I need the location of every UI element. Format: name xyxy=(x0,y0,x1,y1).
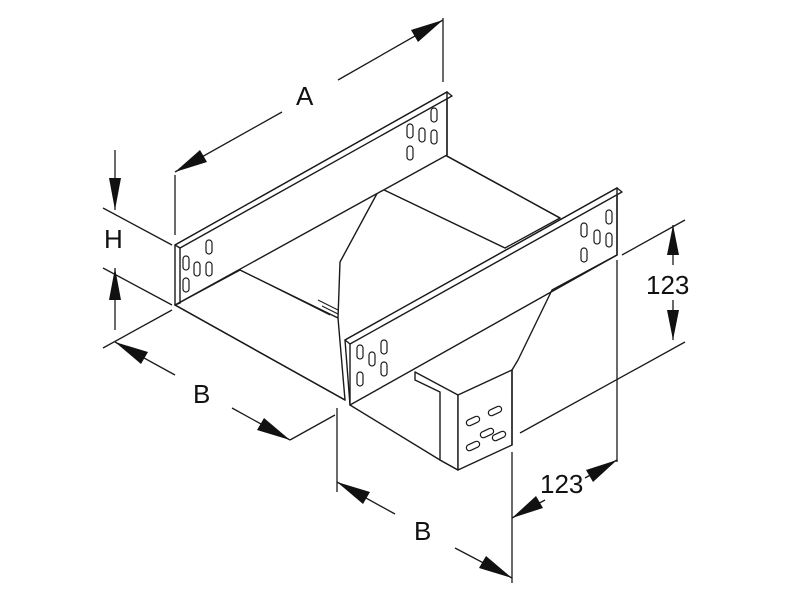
dimension-label-B-branch: B xyxy=(414,516,431,546)
left-wall-rear-slots xyxy=(406,107,438,161)
left-wall-front-slots xyxy=(182,239,213,293)
left-side-wall xyxy=(174,91,453,401)
right-wall-rear-slots xyxy=(580,209,613,263)
dimension-label-123-horizontal: 123 xyxy=(540,469,583,499)
dimension-H: H xyxy=(102,150,173,330)
dimension-A: A xyxy=(174,18,444,235)
dimension-B-main: B xyxy=(102,309,336,441)
dimension-label-A: A xyxy=(296,81,314,111)
right-side-wall xyxy=(344,187,623,406)
right-wall-front-slots xyxy=(356,339,388,387)
dimension-label-H: H xyxy=(104,224,123,254)
branch-outlet-slots xyxy=(465,405,507,452)
dimension-B-branch: B xyxy=(336,408,513,583)
dimension-label-123-vertical: 123 xyxy=(646,270,689,300)
dimension-123-horizontal: 123 xyxy=(511,260,618,519)
dimension-label-B-main: B xyxy=(193,379,210,409)
dimension-123-vertical: 123 xyxy=(519,219,689,434)
